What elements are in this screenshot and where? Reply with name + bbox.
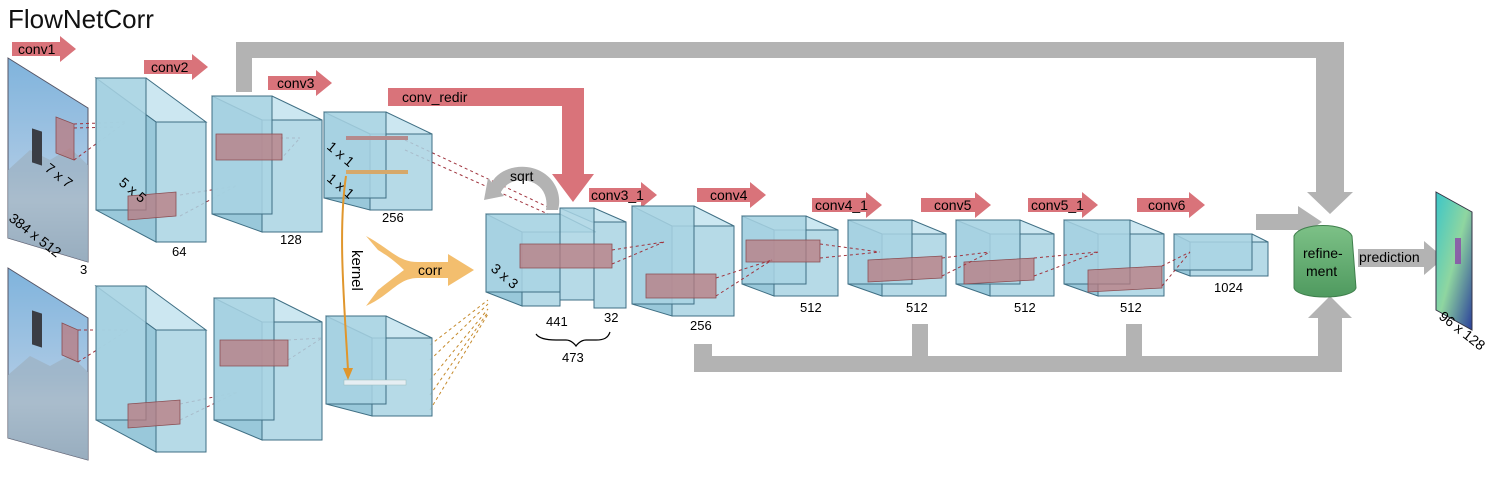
corr-channels-32-label: 32 bbox=[604, 310, 618, 325]
conv3-1-label: conv3_1 bbox=[591, 187, 644, 203]
refinement-block: refine- ment bbox=[1293, 225, 1357, 298]
conv2-channels-label: 128 bbox=[280, 232, 302, 247]
sqrt-label: sqrt bbox=[510, 168, 533, 184]
conv-redir-label: conv_redir bbox=[402, 89, 468, 105]
input-image-2 bbox=[7, 267, 89, 461]
conv1-feature-box: 5 x 5 64 bbox=[94, 77, 208, 259]
sqrt-arrow: sqrt bbox=[484, 166, 560, 210]
conv4-1-channels-label: 512 bbox=[906, 300, 928, 315]
kernel-arrow: kernel bbox=[341, 175, 365, 380]
conv6-label: conv6 bbox=[1148, 197, 1186, 213]
conv3-label: conv3 bbox=[277, 75, 315, 91]
refinement-label-line2: ment bbox=[1306, 263, 1337, 279]
corr-feature-box: 3 x 3 441 32 473 bbox=[485, 207, 627, 365]
diagram-title: FlowNetCorr bbox=[8, 4, 154, 34]
conv6-arrow: conv6 bbox=[1137, 192, 1205, 218]
conv6-feature-box: 1024 bbox=[1173, 233, 1269, 295]
conv3-1-channels-label: 256 bbox=[690, 318, 712, 333]
conv1-channels-label: 64 bbox=[172, 244, 186, 259]
conv5-1-label: conv5_1 bbox=[1031, 197, 1084, 213]
conv5-1-arrow: conv5_1 bbox=[1028, 192, 1098, 218]
input-channels-label: 3 bbox=[80, 262, 87, 277]
refinement-label-line1: refine- bbox=[1303, 245, 1343, 261]
conv3-arrow: conv3 bbox=[268, 70, 332, 96]
conv4-1-feature-box: 512 bbox=[847, 219, 947, 315]
kernel-label: kernel bbox=[348, 250, 365, 291]
conv-redir-arrow: conv_redir bbox=[388, 88, 594, 202]
conv3-1-feature-box: 256 bbox=[631, 205, 735, 333]
conv5-1-feature-box: 512 bbox=[1063, 219, 1165, 315]
conv4-arrow: conv4 bbox=[697, 182, 766, 208]
corr-arrow: corr bbox=[366, 236, 474, 306]
conv2-arrow: conv2 bbox=[144, 54, 208, 80]
conv3b-feature-box bbox=[325, 315, 433, 417]
conv4-feature-box: 512 bbox=[741, 215, 839, 315]
conv5-label: conv5 bbox=[934, 197, 972, 213]
conv4-1-label: conv4_1 bbox=[815, 197, 868, 213]
corr-channels-441-label: 441 bbox=[546, 314, 568, 329]
conv3-channels-label: 256 bbox=[382, 210, 404, 225]
skip-connection-bottom bbox=[694, 296, 1352, 372]
conv6-channels-label: 1024 bbox=[1214, 280, 1243, 295]
conv3-feature-box: 1 x 1 1 x 1 256 bbox=[323, 111, 433, 225]
conv5-channels-label: 512 bbox=[1014, 300, 1036, 315]
corr-label: corr bbox=[418, 262, 442, 278]
conv5-arrow: conv5 bbox=[921, 192, 991, 218]
conv4-channels-label: 512 bbox=[800, 300, 822, 315]
conv2b-feature-box bbox=[213, 297, 323, 441]
later-receptive-lines bbox=[611, 241, 1191, 297]
corr-channels-473-label: 473 bbox=[562, 350, 584, 365]
input-image-1: 7 x 7 384 x 512 3 bbox=[6, 57, 89, 277]
conv1b-feature-box bbox=[94, 285, 208, 453]
output-flow-image: 96 x 128 bbox=[1435, 191, 1488, 354]
conv4-label: conv4 bbox=[710, 187, 748, 203]
conv5-feature-box: 512 bbox=[955, 219, 1055, 315]
conv3-1-arrow: conv3_1 bbox=[589, 182, 657, 208]
conv2-feature-box: 128 bbox=[211, 95, 323, 247]
conv1-arrow: conv1 bbox=[12, 36, 76, 62]
conv5-1-channels-label: 512 bbox=[1120, 300, 1142, 315]
conv4-1-arrow: conv4_1 bbox=[812, 192, 882, 218]
conv2-label: conv2 bbox=[151, 59, 189, 75]
conv1-label: conv1 bbox=[18, 41, 56, 57]
prediction-label: prediction bbox=[1359, 249, 1420, 265]
prediction-arrow: prediction bbox=[1358, 241, 1444, 275]
